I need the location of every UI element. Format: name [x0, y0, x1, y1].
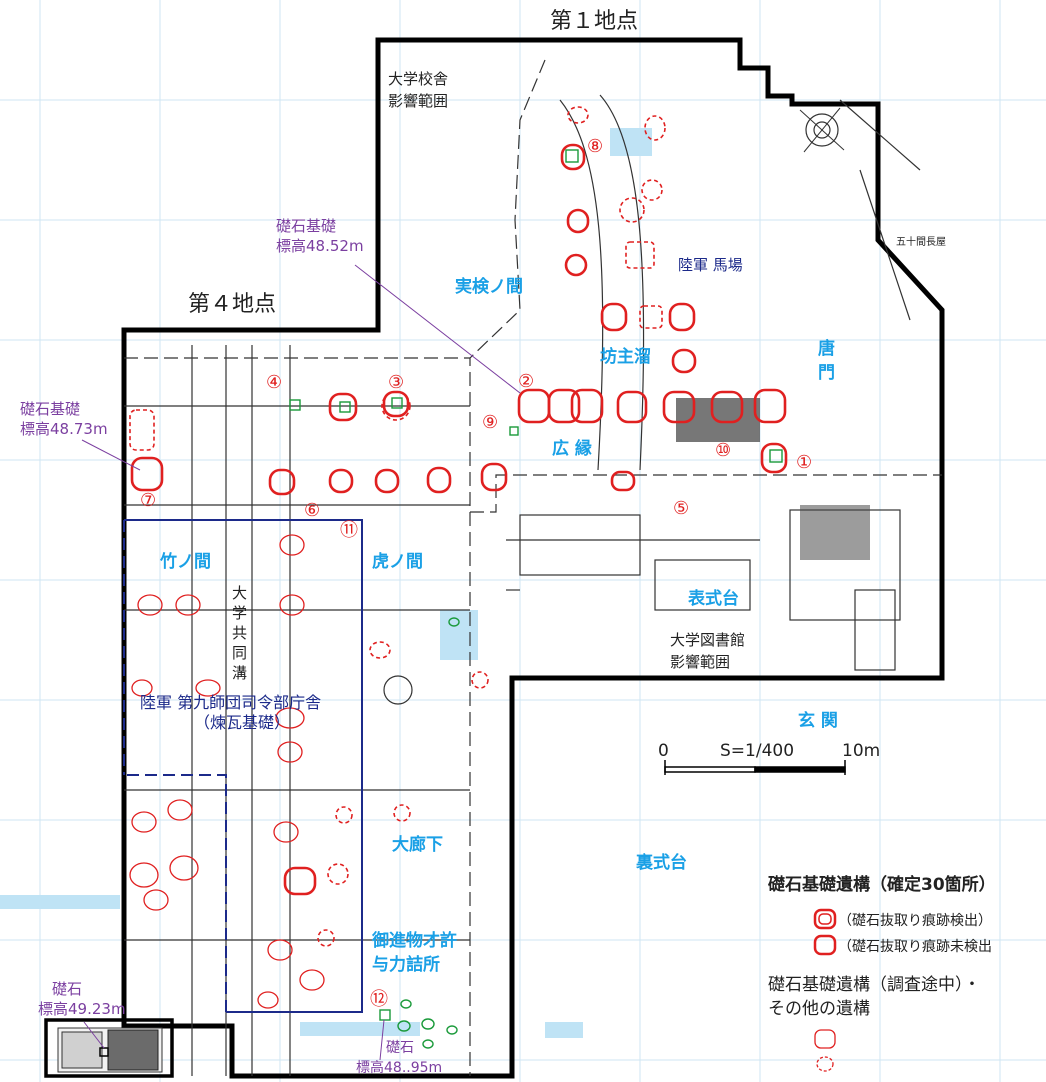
legend-title-2a: 礎石基礎遺構（調査途中）・	[768, 975, 981, 995]
room-daiousha: 大廊下	[392, 834, 443, 855]
marker-2: ②	[518, 371, 534, 392]
ditch-char-2: 学	[232, 604, 247, 622]
elevation-3-label: 礎石	[52, 980, 82, 998]
room-bouzu: 坊主溜	[600, 346, 651, 367]
marker-5: ⑤	[673, 498, 689, 519]
label-army-hq-2: （煉瓦基礎）	[194, 713, 290, 732]
north-arrow	[799, 107, 845, 153]
room-ura: 裏式台	[635, 852, 687, 873]
elevation-2-label: 礎石基礎	[20, 400, 80, 418]
scale-ratio: S=1/400	[720, 741, 794, 761]
other-features	[129, 534, 325, 1009]
label-univ-library-1: 大学図書館	[670, 631, 745, 649]
room-yoriki: 与力詰所	[372, 954, 440, 975]
legend-title-2b: その他の遺構	[768, 999, 870, 1019]
marker-4: ④	[266, 372, 282, 393]
elevation-2-value: 標高48.73m	[20, 420, 108, 438]
site-boundary	[121, 37, 945, 1079]
ditch-char-1: 大	[232, 584, 247, 602]
marker-1: ①	[796, 452, 812, 473]
legend-symbols	[813, 908, 837, 1072]
elevation-4-value: 標高48..95m	[356, 1059, 442, 1076]
label-univ-school-2: 影響範囲	[388, 92, 448, 110]
ditch-char-5: 溝	[232, 664, 247, 682]
legend-item-2: （礎石抜取り痕跡未検出	[838, 939, 992, 955]
marker-10: ⑩	[715, 440, 731, 461]
trench-outlines	[124, 94, 921, 1076]
scale-bar	[664, 760, 846, 775]
room-take: 竹ノ間	[159, 551, 211, 572]
ditch-char-3: 共	[232, 624, 247, 642]
room-goshinmotsu: 御進物才許	[371, 930, 457, 951]
survey-limit-line	[124, 357, 942, 513]
label-gojikken: 五十間長屋	[896, 235, 946, 248]
elevation-3-value: 標高49.23m	[38, 1000, 126, 1018]
army-hq-outline	[123, 519, 363, 1013]
label-univ-school-1: 大学校舎	[388, 70, 448, 88]
room-hiroen: 広 縁	[552, 438, 592, 459]
legend-item-1: （礎石抜取り痕跡検出）	[838, 913, 992, 929]
stone-foundations-confirmed	[130, 143, 788, 896]
legend-title-1: 礎石基礎遺構（確定30箇所）	[768, 874, 996, 895]
marker-11: ⑪	[340, 520, 358, 541]
marker-6: ⑥	[304, 500, 320, 521]
room-karamon-1: 唐	[818, 338, 835, 359]
green-features	[289, 149, 783, 1049]
ditch-char-4: 同	[232, 644, 247, 662]
room-army-baba: 陸軍 馬場	[678, 256, 743, 274]
blue-features	[0, 128, 652, 1038]
room-jikken: 実検ノ間	[455, 276, 523, 297]
scale-ten: 10m	[842, 741, 880, 761]
marker-9: ⑨	[482, 412, 498, 433]
label-univ-library-2: 影響範囲	[670, 653, 730, 671]
room-omote: 表式台	[688, 588, 739, 609]
scale-zero: 0	[658, 741, 669, 761]
room-karamon-2: 門	[818, 363, 835, 383]
survey-limit-line-3	[469, 59, 546, 359]
elevation-1-value: 標高48.52m	[276, 237, 364, 255]
title-point1: 第１地点	[550, 9, 638, 34]
room-genkan: 玄 関	[798, 710, 838, 731]
elevation-1-label: 礎石基礎	[276, 217, 336, 235]
marker-3: ③	[388, 372, 404, 393]
inset-plan	[44, 1018, 174, 1078]
title-point4: 第４地点	[188, 292, 276, 317]
marker-7: ⑦	[140, 490, 156, 511]
marker-12: ⑫	[370, 989, 388, 1010]
elevation-4-label: 礎石	[386, 1040, 414, 1056]
room-tora: 虎ノ間	[372, 552, 423, 572]
marker-8: ⑧	[587, 136, 603, 157]
elevation-leaders	[81, 264, 521, 1061]
stone-foundations-dashed	[129, 106, 666, 947]
label-army-hq-1: 陸軍 第九師団司令部庁舎	[140, 693, 321, 712]
